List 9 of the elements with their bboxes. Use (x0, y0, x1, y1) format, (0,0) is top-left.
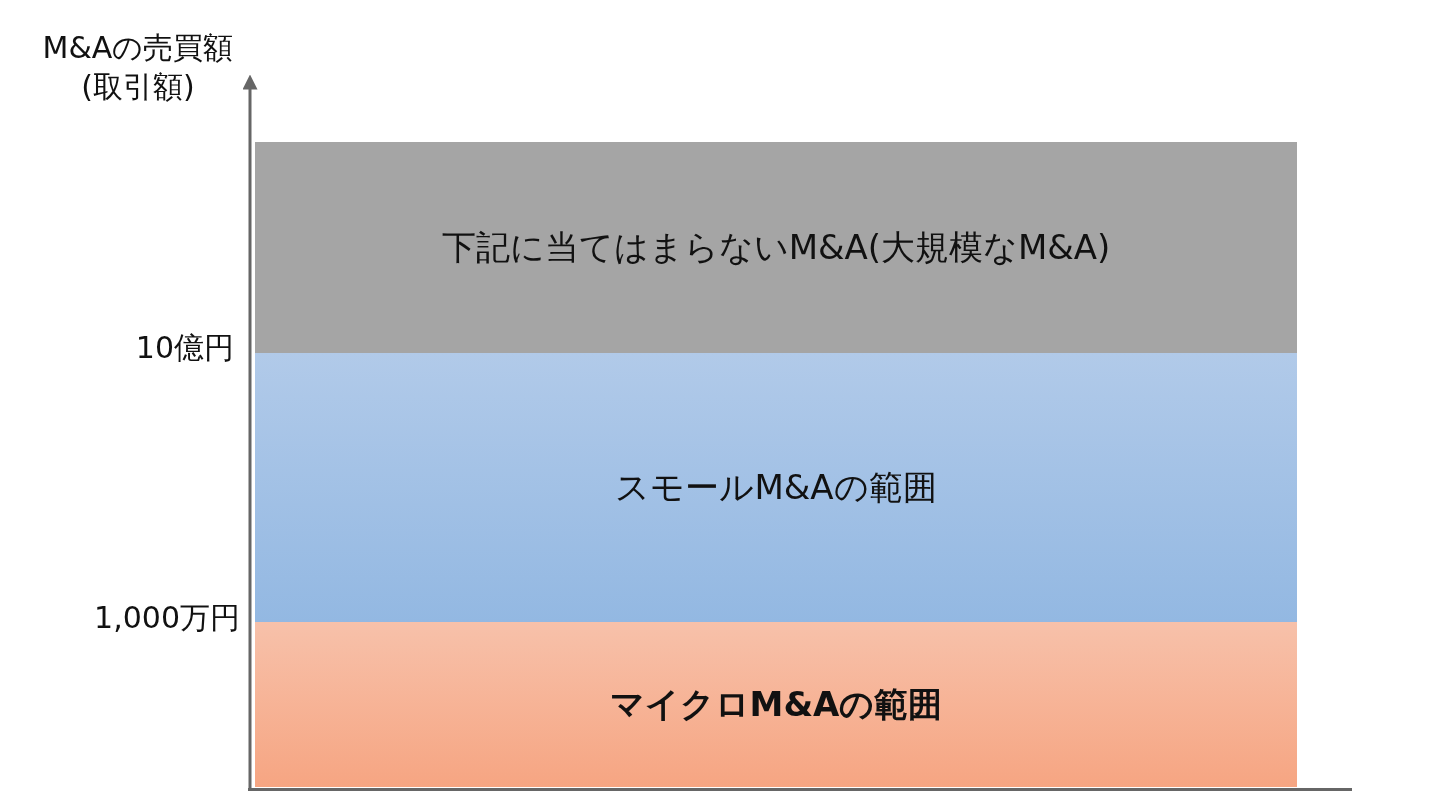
range-band (255, 622, 1297, 787)
range-band (255, 142, 1297, 353)
band-label: スモールM&Aの範囲 (615, 467, 937, 508)
band-label: マイクロM&Aの範囲 (609, 684, 943, 725)
axis-title: M&Aの売買額 (取引額) (41, 29, 235, 106)
tick-label: 1,000万円 (94, 599, 240, 637)
band-label: 下記に当てはまらないM&A(大規模なM&A) (441, 227, 1111, 268)
tick-label: 10億円 (135, 329, 234, 367)
range-band (255, 353, 1297, 622)
